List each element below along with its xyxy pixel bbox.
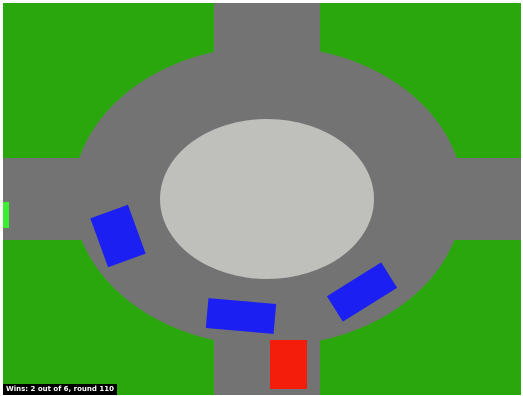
game-canvas[interactable] [3, 3, 521, 395]
status-text: Wins: 2 out of 6, round 110 [3, 384, 117, 395]
npc-car [206, 298, 276, 334]
exit-marker-west [3, 202, 9, 228]
central-island [160, 119, 374, 279]
player-car[interactable] [270, 340, 307, 389]
